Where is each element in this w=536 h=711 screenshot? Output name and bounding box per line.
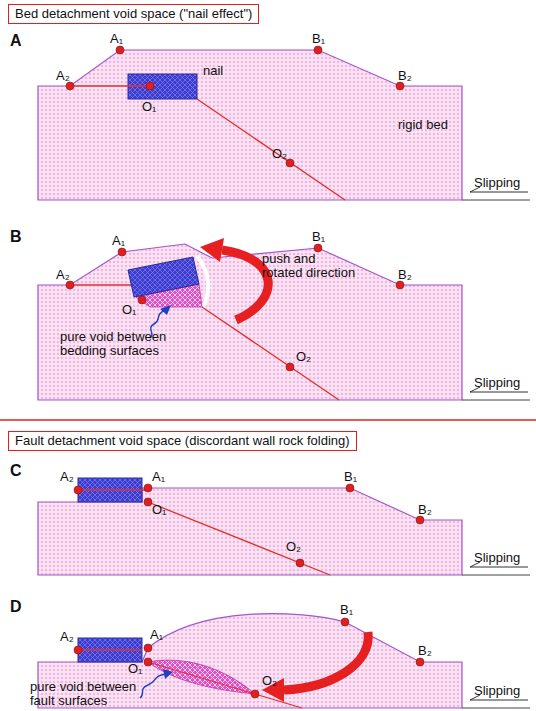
point-markers [66, 46, 404, 167]
rotation-arrow-head [200, 238, 224, 262]
point-marker [144, 498, 152, 506]
point-marker [286, 363, 294, 371]
rock-body [38, 50, 462, 200]
nail-block [128, 257, 199, 297]
annotation: Slipping [474, 176, 520, 190]
annotation: nail [203, 64, 223, 78]
point-label: B₂ [398, 268, 412, 282]
point-label: O₂ [286, 540, 301, 554]
slip-base-line [462, 200, 530, 201]
fold-arrow [284, 632, 368, 690]
annotation: Slipping [474, 684, 520, 698]
point-label: O₂ [272, 147, 287, 161]
bedding-line [78, 489, 148, 490]
point-label: O₁ [152, 503, 167, 517]
point-label: O₂ [262, 674, 277, 688]
panel-letter: B [10, 228, 22, 246]
point-label: O₁ [142, 100, 157, 114]
panel-letter: C [10, 462, 22, 480]
point-label: A₂ [60, 630, 74, 644]
point-marker [144, 658, 152, 666]
point-marker [144, 484, 152, 492]
section-title: Fault detachment void space (discordant … [15, 433, 350, 448]
point-marker [341, 618, 349, 626]
point-marker [416, 516, 424, 524]
section-title-box: Fault detachment void space (discordant … [8, 431, 357, 451]
section-divider [0, 419, 536, 421]
panel-letter: D [10, 598, 22, 616]
wall-block [78, 638, 142, 662]
annotation: rigid bed [398, 118, 448, 132]
point-marker [286, 159, 294, 167]
point-label: A₂ [56, 268, 70, 282]
rock-body [38, 244, 462, 400]
point-marker [66, 281, 74, 289]
point-label: O₂ [296, 350, 311, 364]
point-label: B₂ [418, 644, 432, 658]
point-marker [144, 644, 152, 652]
point-marker [296, 559, 304, 567]
point-marker [314, 46, 322, 54]
bedding-line [70, 85, 150, 86]
point-marker [74, 646, 82, 654]
section-title-box: Bed detachment void space ("nail effect"… [8, 4, 259, 24]
fault-line [202, 307, 339, 400]
pointer-head [160, 305, 171, 315]
point-marker [138, 296, 146, 304]
rotation-arrow [222, 250, 268, 320]
slip-base-line [462, 708, 530, 709]
point-marker [74, 486, 82, 494]
point-marker [251, 690, 259, 698]
pointer-squiggle [140, 674, 166, 698]
point-label: B₂ [398, 69, 412, 83]
fault-line [197, 99, 345, 200]
point-markers [74, 484, 424, 567]
point-label: A₁ [150, 628, 163, 642]
bedding-line [78, 649, 142, 650]
point-label: A₂ [56, 69, 70, 83]
annotation: pure void between bedding surfaces [60, 330, 170, 358]
point-label: A₁ [112, 234, 125, 248]
annotation: Slipping [474, 376, 520, 390]
slip-base-line [462, 575, 530, 576]
bedding-line [70, 284, 132, 285]
point-marker [396, 82, 404, 90]
point-label: B₁ [312, 230, 325, 244]
point-marker [118, 248, 126, 256]
point-marker [314, 244, 322, 252]
annotation: push and rotated direction [262, 252, 358, 280]
point-marker [116, 46, 124, 54]
section-title: Bed detachment void space ("nail effect"… [15, 6, 252, 21]
point-marker [66, 82, 74, 90]
point-marker [346, 484, 354, 492]
point-label: A₂ [60, 470, 74, 484]
point-marker [416, 658, 424, 666]
annotation: Slipping [474, 551, 520, 565]
slip-base-line [462, 400, 530, 401]
fault-line [148, 662, 302, 708]
point-marker [396, 281, 404, 289]
panel-letter: A [10, 32, 22, 50]
point-label: O₁ [122, 303, 137, 317]
annotation: pure void between fault surfaces [30, 680, 140, 708]
fault-line [148, 502, 330, 575]
point-label: B₂ [418, 503, 432, 517]
point-label: A₁ [152, 470, 165, 484]
point-label: O₁ [128, 662, 143, 676]
pointer-head [163, 669, 173, 679]
point-label: B₁ [340, 603, 353, 617]
point-label: B₁ [344, 470, 357, 484]
point-label: B₁ [312, 32, 325, 46]
point-label: A₁ [110, 32, 123, 46]
point-marker [146, 82, 154, 90]
